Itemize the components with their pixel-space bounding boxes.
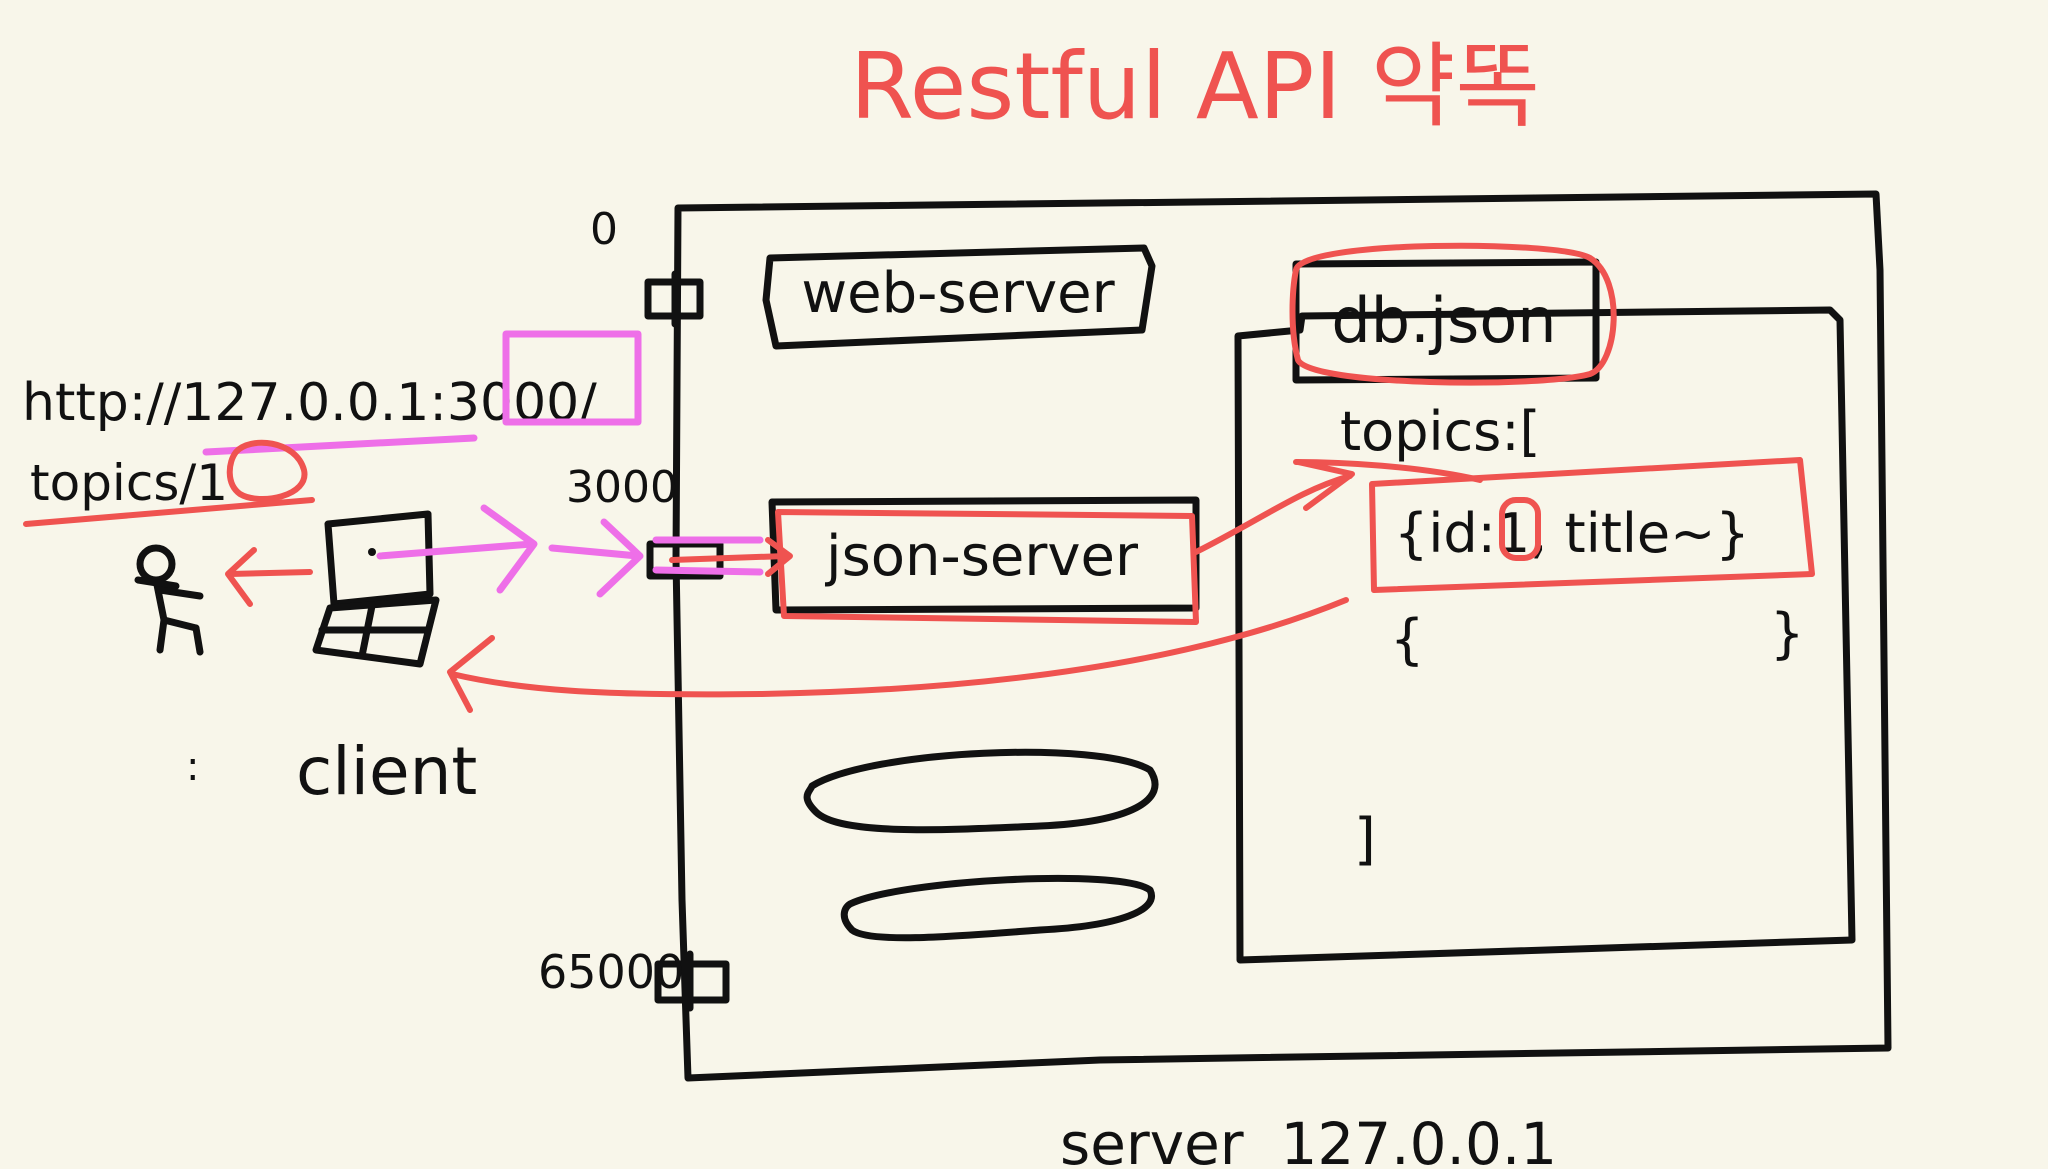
- laptop-icon: [312, 510, 440, 668]
- port-label-top: 0: [590, 204, 618, 255]
- service-blob-1: [803, 748, 1159, 834]
- arrow-to-db-record: [1193, 459, 1483, 555]
- json-server-box: json-server: [768, 496, 1200, 625]
- db-file-label: db.json: [1331, 284, 1556, 357]
- port-highlight-box: [502, 330, 642, 426]
- db-brace-close: }: [1770, 602, 1804, 665]
- path-id-highlight: [226, 439, 308, 503]
- client-label: client: [296, 733, 477, 810]
- arrow-response-to-client: [447, 597, 1349, 713]
- port-connector-bottom: [654, 950, 730, 1012]
- db-topics-close: ]: [1354, 807, 1376, 872]
- server-box: [672, 190, 1892, 1082]
- server-address-label: server 127.0.0.1: [1060, 1110, 1557, 1169]
- record-id-highlight: [1499, 497, 1541, 561]
- db-brace-open: {: [1390, 608, 1424, 671]
- url-underline: [202, 434, 478, 456]
- db-file-label-box: db.json: [1289, 242, 1617, 386]
- db-record: {id:1, title~}: [1369, 457, 1815, 593]
- port-connector-top: [644, 270, 704, 328]
- port-label-middle: 3000: [566, 462, 678, 513]
- db-record-text: {id:1, title~}: [1394, 502, 1750, 565]
- port-label-bottom: 65000: [538, 945, 684, 999]
- user-figure: [134, 544, 204, 656]
- client-url: http://127.0.0.1:3000/: [22, 373, 597, 433]
- arrow-into-json-server: [669, 537, 793, 577]
- service-blob-2: [840, 874, 1155, 942]
- client-path: topics/1: [30, 454, 228, 512]
- arrow-to-user: [225, 547, 313, 607]
- diagram-title: Restful API 약똑: [850, 33, 1540, 140]
- path-underline: [23, 497, 315, 527]
- client-dots: :: [186, 744, 199, 790]
- db-document-box: [1234, 306, 1856, 964]
- web-server-box: web-server: [762, 244, 1156, 350]
- request-arrows: [376, 504, 764, 598]
- web-server-label: web-server: [801, 261, 1115, 326]
- json-server-label: json-server: [824, 524, 1139, 589]
- db-topics-open: topics:[: [1340, 400, 1541, 463]
